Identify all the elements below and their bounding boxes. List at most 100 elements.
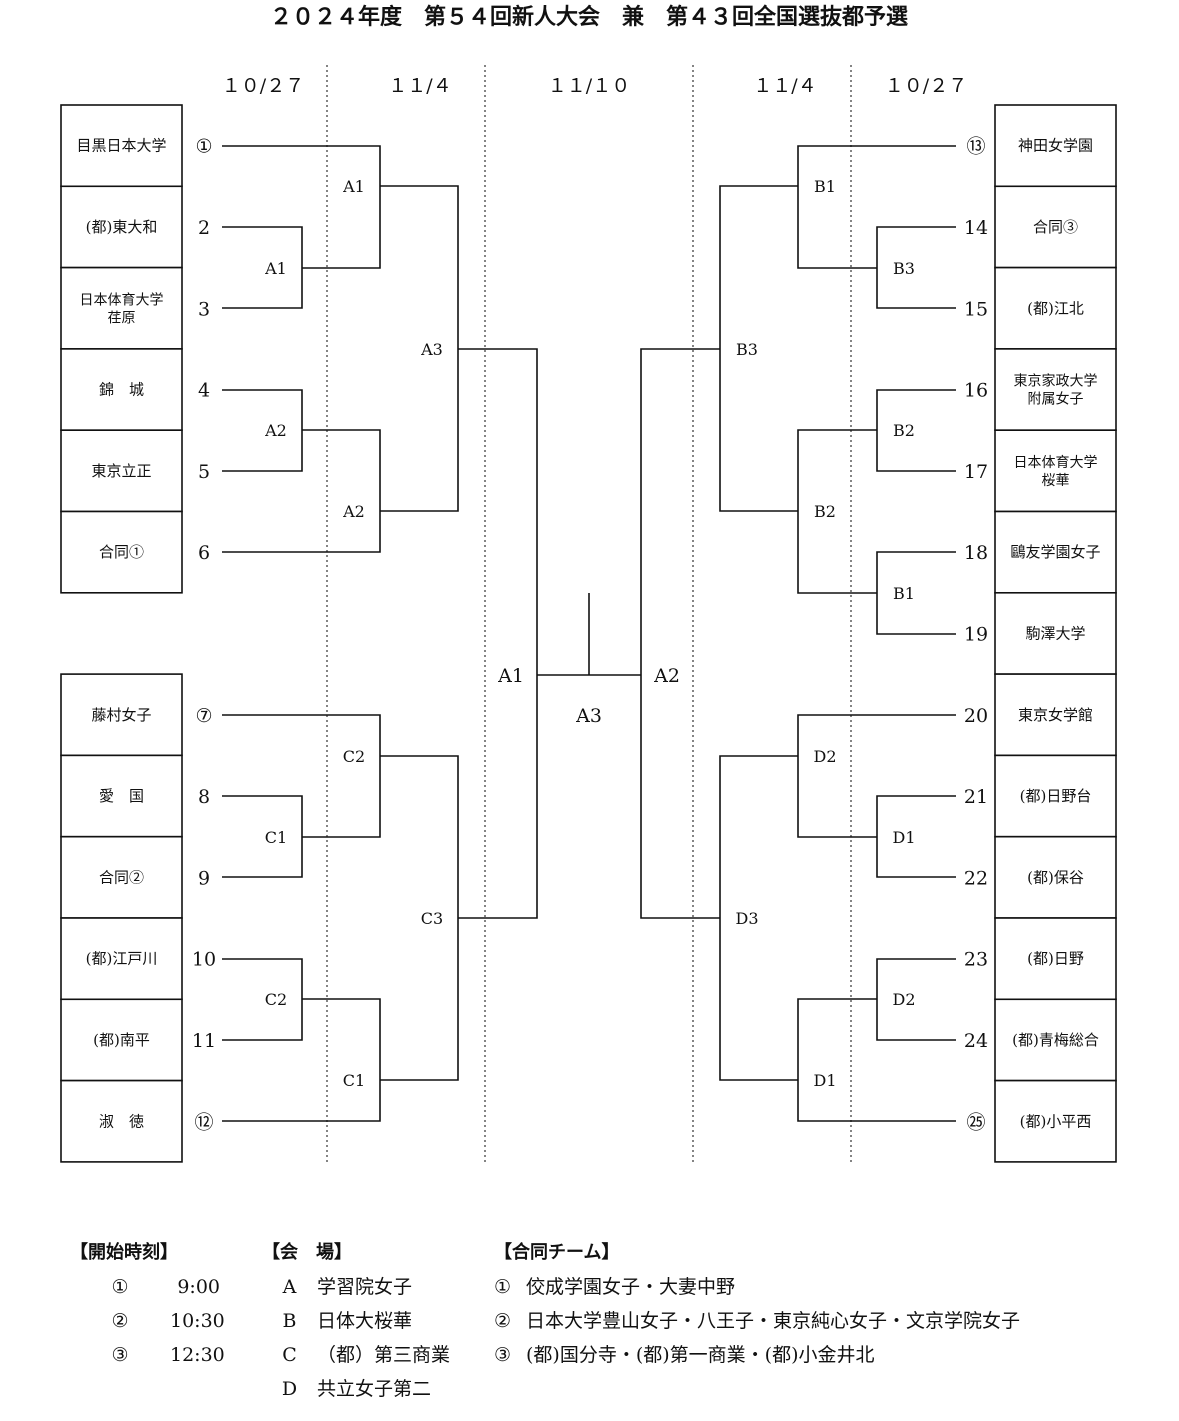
legend-value: 日本大学豊山女子・八王子・東京純心女子・文京学院女子 [526,1310,1021,1332]
legend-value: 10:30 [170,1310,225,1332]
seed-number: 6 [198,542,210,564]
team-name: 駒澤大学 [1025,624,1085,642]
team-name: 合同③ [1033,218,1078,236]
team-name: 目黒日本大学 [76,137,166,155]
legend-value: （都）第三商業 [317,1344,451,1366]
seed-number: 10 [192,949,216,971]
seed-number: 22 [964,867,988,889]
team-box [60,510,183,594]
seed-number: ⑫ [194,1111,213,1133]
legend-row: D 共立女子第二 [262,1372,482,1406]
team-box [60,348,183,431]
team-box [994,266,1117,350]
seed-number: 21 [964,786,988,808]
seed-number: 14 [964,217,988,239]
match-label: C2 [343,747,365,766]
team-box [994,591,1117,675]
date-right-round1: １０/２７ [885,75,967,97]
legend-value: 学習院女子 [317,1276,413,1298]
team-box [60,429,183,513]
seed-number: 8 [198,786,210,808]
match-label: A2 [342,502,365,521]
team-name: 日本体育大学荏原 [80,292,164,326]
legend-key: C [282,1344,297,1366]
seed-number: 23 [964,949,988,971]
team-box [994,754,1117,838]
team-box [994,185,1117,269]
team-box [994,917,1117,1001]
seed-number: 19 [964,623,988,645]
match-label: D1 [813,1071,836,1090]
seed-number: 20 [964,705,988,727]
team-name: 合同② [99,868,144,886]
match-label: D3 [735,909,758,928]
team-box [994,998,1117,1082]
match-label: B2 [814,502,836,521]
seed-number: 4 [198,380,210,402]
team-name: (都)小平西 [1020,1112,1092,1130]
team-box [60,835,183,919]
bracket-lines [222,145,956,1122]
tournament-bracket: ２０２４年度 第５４回新人大会 兼 第４３回全国選抜都予選 １０/２７ １１/４… [60,4,1117,1163]
match-label: D1 [892,828,915,847]
match-label: B3 [893,259,915,278]
legend-value: 日体大桜華 [317,1310,413,1332]
team-box [60,673,183,757]
team-name: 合同① [99,543,144,561]
team-box [994,1079,1117,1163]
seed-number: 9 [198,867,210,889]
team-name: (都)江北 [1027,299,1084,317]
seed-number: ⑬ [966,136,985,158]
team-name: (都)青梅総合 [1012,1031,1099,1049]
team-name: 神田女学園 [1018,137,1093,155]
match-label: A3 [420,340,443,359]
team-name: 愛 国 [99,787,144,805]
match-label: C2 [265,990,287,1009]
seed-number: 16 [964,380,988,402]
team-box [994,429,1117,513]
team-name: 錦 城 [99,381,144,399]
seed-number: 5 [198,461,210,483]
legend-key: ① [494,1276,512,1298]
legend-row: ③ 12:30 [70,1338,240,1372]
team-box [994,104,1117,188]
team-box [60,998,183,1082]
team-name: 藤村女子 [91,706,151,724]
team-name: 東京家政大学附属女子 [1014,373,1098,408]
legend-value: 12:30 [170,1344,225,1366]
match-label: D2 [813,747,836,766]
legend-value: 9:00 [177,1276,220,1298]
seed-number: ㉕ [966,1111,985,1133]
team-name: 東京女学館 [1018,706,1093,724]
match-label: B1 [893,584,915,603]
team-name: (都)南平 [93,1031,150,1049]
team-box [60,1079,183,1163]
team-name: 東京立正 [91,462,151,480]
date-final: １１/１０ [548,75,630,97]
legend-key: ③ [111,1344,129,1366]
team-box [60,185,183,269]
team-box [60,917,183,1001]
legend-row: ③(都)国分寺・(都)第一商業・(都)小金井北 [494,1338,1154,1372]
date-right-round2: １１/４ [753,75,816,97]
team-box [60,754,183,838]
legend-key: D [281,1378,298,1400]
match-label: B1 [814,177,836,196]
legend-row: C （都）第三商業 [262,1338,482,1372]
match-label: C3 [421,909,443,928]
seed-number: 17 [964,461,988,483]
team-box [994,510,1117,594]
team-box [60,104,183,188]
team-name: (都)日野台 [1020,787,1092,805]
legend-value: 共立女子第二 [317,1378,432,1400]
match-label: B3 [736,340,758,359]
seed-number: 15 [964,298,988,320]
legend-key: A [282,1276,297,1298]
